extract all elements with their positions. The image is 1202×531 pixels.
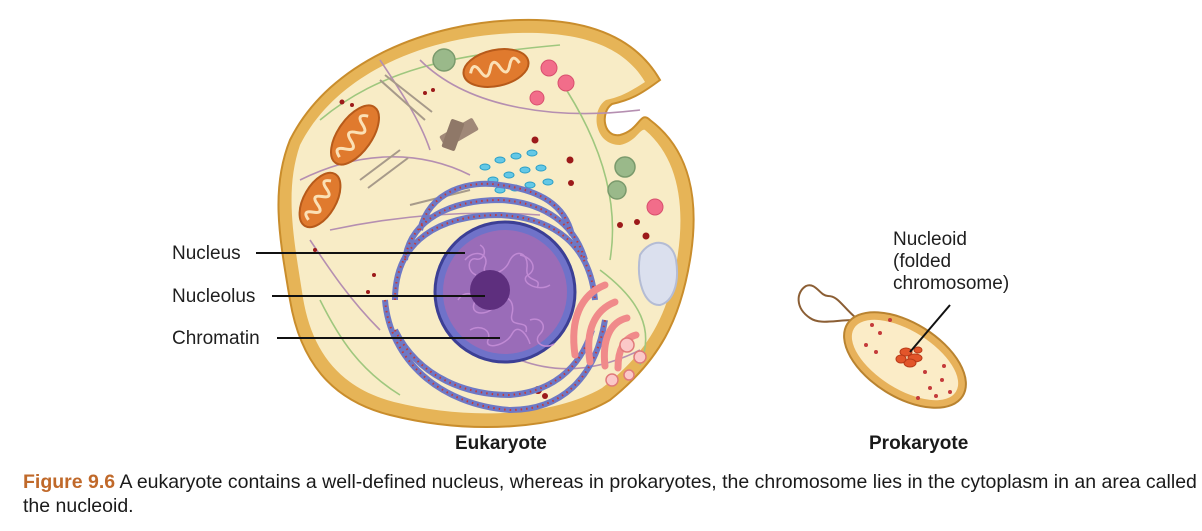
vesicles-green: [432, 48, 636, 200]
nucleoid-label-line-3: chromosome): [893, 273, 1010, 294]
eukaryote-title: Eukaryote: [455, 433, 547, 454]
smooth-er-vesicles: [479, 149, 554, 194]
figure-caption: Figure 9.6 A eukaryote contains a well-d…: [23, 470, 1198, 518]
caption-text: A eukaryote contains a well-defined nucl…: [23, 471, 1197, 517]
rer-ribosome-dots: [384, 182, 606, 412]
flagellum: [797, 284, 857, 323]
lysosomes: [529, 59, 664, 216]
prokaryote-title: Prokaryote: [869, 433, 969, 454]
nucleus: [433, 220, 577, 364]
eukaryotic-cell: [277, 18, 695, 428]
nucleolus: [470, 270, 510, 310]
prokaryote-ribosomes: [864, 318, 952, 400]
cell-illustration: [256, 18, 967, 428]
leader-lines: [256, 252, 951, 353]
nucleoid-leader-line: [909, 304, 951, 353]
nucleoid-label: Nucleoid (folded chromosome): [893, 229, 1009, 295]
chromatin-label: Chromatin: [172, 328, 260, 349]
nucleoid-label-line-1: Nucleoid: [893, 229, 967, 250]
centrioles: [439, 118, 479, 151]
vacuole: [638, 241, 678, 307]
nucleolus-label: Nucleolus: [172, 286, 256, 307]
nucleoid: [895, 346, 923, 368]
prokaryotic-cell: [797, 284, 967, 409]
nucleoid-label-line-2: (folded: [893, 251, 952, 272]
figure-number: Figure 9.6: [23, 471, 116, 493]
nucleus-label: Nucleus: [172, 243, 241, 264]
mitochondria: [298, 48, 530, 229]
golgi-vesicles: [605, 337, 647, 387]
